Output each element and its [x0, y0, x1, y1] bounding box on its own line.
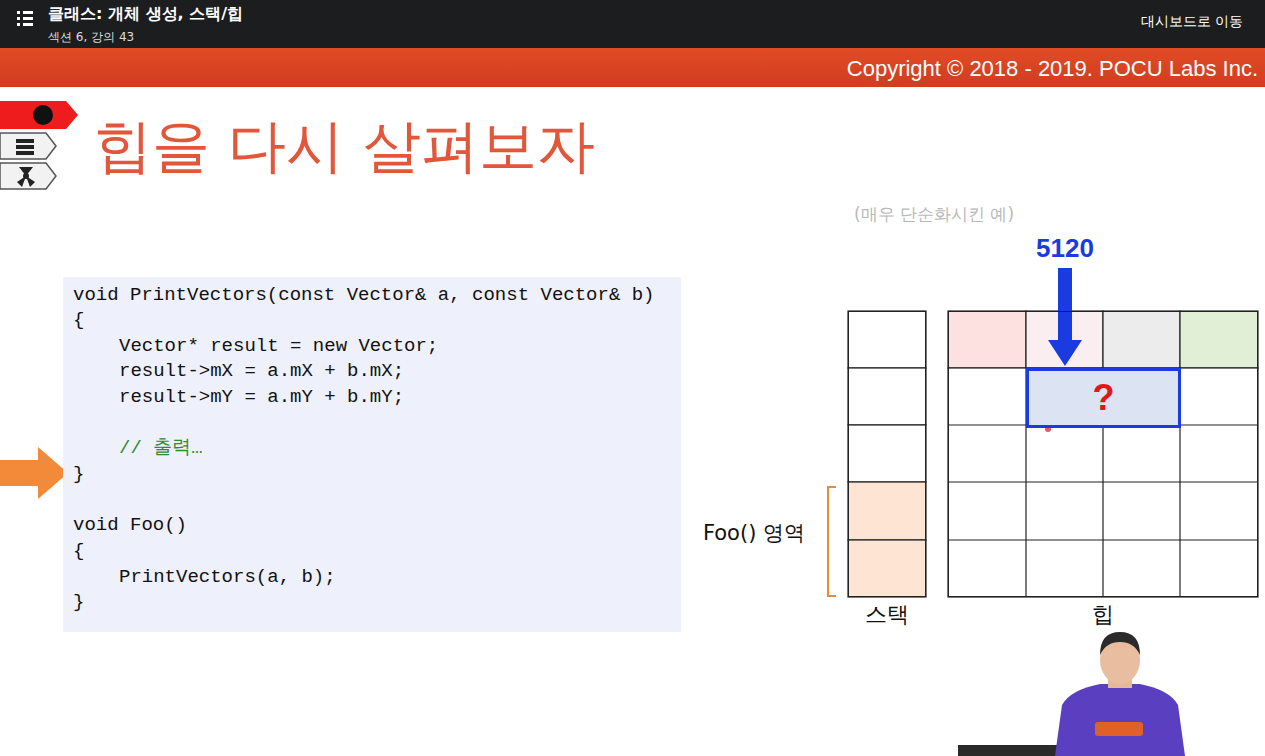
menu-icon — [17, 11, 33, 26]
code-line: void Foo() — [73, 513, 187, 537]
address-arrow — [1048, 268, 1082, 366]
lecture-number: 섹션 6, 강의 43 — [48, 29, 134, 46]
foo-bracket — [828, 487, 836, 596]
code-line: void PrintVectors(const Vector& a, const… — [73, 283, 655, 307]
lecture-title: 클래스: 개체 생성, 스택/힙 — [48, 4, 243, 25]
slide-title: 힙을 다시 살펴보자 — [94, 108, 595, 186]
presenter — [958, 632, 1185, 756]
allocated-block: ? — [1026, 368, 1181, 428]
unknown-value: ? — [1093, 377, 1115, 419]
code-line: } — [73, 590, 84, 614]
code-line: result->mX = a.mX + b.mX; — [119, 359, 404, 383]
copyright-text: Copyright © 2018 - 2019. POCU Labs Inc. — [847, 56, 1258, 82]
code-line: result->mY = a.mY + b.mY; — [119, 385, 404, 409]
stack-cells — [848, 311, 926, 597]
region-name: 힙 — [1092, 600, 1114, 630]
code-line: } — [73, 462, 84, 486]
code-line: Vector* result = new Vector; — [119, 334, 438, 358]
code-line: // 출력… — [119, 436, 203, 460]
address-value: 5120 — [1036, 233, 1094, 264]
region-label: Foo() 영역 — [703, 519, 805, 547]
side-tabs — [0, 101, 78, 189]
pointer-arrow — [0, 447, 68, 499]
dashboard-link: 대시보드로 이동 — [1141, 13, 1243, 31]
stack-column: 스택 — [848, 311, 926, 597]
code-box: void PrintVectors(const Vector& a, const… — [63, 277, 681, 632]
heap-grid-box: 힙? — [948, 311, 1258, 597]
code-line: { — [73, 539, 84, 563]
note-text: (매우 단순화시킨 예) — [854, 203, 1014, 226]
code-line: PrintVectors(a, b); — [119, 565, 336, 589]
region-name: 스택 — [865, 600, 909, 630]
heap-grid — [948, 311, 1258, 597]
code-line: { — [73, 308, 84, 332]
